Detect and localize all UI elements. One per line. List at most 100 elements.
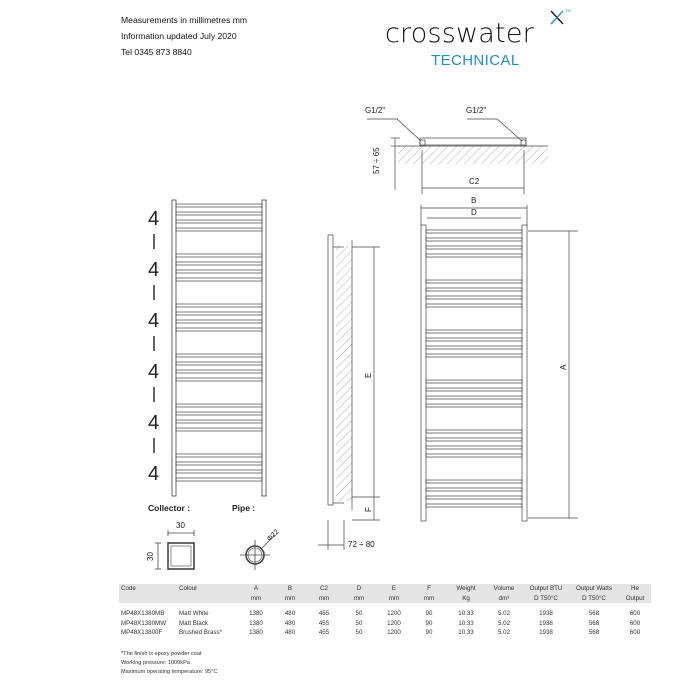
table-cell: mm <box>307 593 341 603</box>
depth-label: 72 ÷ 80 <box>348 540 375 549</box>
table-cell: 90 <box>425 610 433 618</box>
side-view <box>318 234 380 550</box>
rail <box>425 479 523 484</box>
table-cell: He <box>619 584 651 594</box>
rail <box>175 377 263 382</box>
rail <box>425 303 523 308</box>
table-cell: 1380 <box>249 619 263 627</box>
table-cell: 1380 <box>249 610 263 618</box>
trademark: TM <box>565 8 571 13</box>
rail <box>425 287 523 292</box>
pipe-label: Pipe : <box>232 503 256 513</box>
header-measurements: Measurements in millimetres mm <box>121 15 248 25</box>
section-count: 4 <box>148 361 159 383</box>
rail <box>425 403 523 408</box>
section-count: 4 <box>148 259 159 281</box>
table-cell: 1200 <box>387 610 401 618</box>
table-cell: 600 <box>629 629 641 637</box>
table-cell: B <box>273 584 307 594</box>
table-cell: Output Watts <box>569 584 619 594</box>
rail <box>175 219 263 224</box>
a-label: A <box>559 364 568 370</box>
rail <box>425 237 523 242</box>
rail <box>175 369 263 374</box>
collector-width: 30 <box>176 521 185 530</box>
top-view <box>367 118 548 194</box>
collector-section <box>155 530 195 570</box>
rail <box>175 327 263 332</box>
rail <box>425 495 523 500</box>
rail <box>425 445 523 450</box>
rail <box>425 353 523 358</box>
table-cell: D T50°C <box>569 593 619 603</box>
wall-gap-label: 57 ÷ 65 <box>372 147 381 174</box>
table-cell: 50 <box>355 610 363 618</box>
rail <box>175 419 263 424</box>
rail <box>425 279 523 284</box>
table-cell: Matt White <box>179 610 209 618</box>
table-cell: D T50°C <box>523 593 569 603</box>
table-cell: 455 <box>318 629 330 637</box>
rail <box>175 311 263 316</box>
table-cell: Weight <box>447 584 485 594</box>
section-count: 4 <box>148 208 159 230</box>
table-cell: 1380 <box>249 629 263 637</box>
table-cell: 1200 <box>387 619 401 627</box>
d-label: D <box>471 208 477 217</box>
table-cell: D <box>341 584 377 594</box>
rail <box>425 387 523 392</box>
table-spacer <box>119 603 651 609</box>
table-cell: 568 <box>588 619 600 627</box>
collector-label: Collector : <box>148 503 191 513</box>
rail <box>425 337 523 342</box>
section-count: 4 <box>148 310 159 332</box>
note-finish: *The finish is epoxy powder coat <box>121 651 202 657</box>
front-view-rails <box>425 229 523 508</box>
rail <box>175 461 263 466</box>
table-cell <box>119 593 177 603</box>
table-cell: MP48X1380MW <box>121 619 167 627</box>
table-cell: 1938 <box>539 610 553 618</box>
table-cell: 480 <box>284 629 296 637</box>
rail <box>425 429 523 434</box>
rail <box>425 329 523 334</box>
table-cell: 50 <box>355 619 363 627</box>
rail <box>425 453 523 458</box>
table-cell: MP48X13800F <box>121 629 163 637</box>
table-cell: 5.02 <box>497 610 511 618</box>
table-cell: mm <box>411 593 447 603</box>
b-label: B <box>471 196 477 205</box>
table-cell: Brushed Brass* <box>179 629 222 637</box>
table-cell: C2 <box>307 584 341 594</box>
rail <box>175 253 263 258</box>
collector-height: 30 <box>146 552 155 561</box>
table-cell: mm <box>341 593 377 603</box>
table-cell: Kg <box>447 593 485 603</box>
rail <box>425 395 523 400</box>
e-label: E <box>364 372 373 378</box>
note-pressure: Working pressure: 1000kPa <box>121 660 190 666</box>
table-cell: Output <box>619 593 651 603</box>
connection-left-label: G1/2" <box>365 106 386 115</box>
rail <box>175 319 263 324</box>
section-count: 4 <box>148 463 159 485</box>
section-count: 4 <box>148 412 159 434</box>
brand-wordmark: crosswater <box>385 18 534 49</box>
table-cell: mm <box>273 593 307 603</box>
brand-x-icon <box>550 10 564 25</box>
front-view <box>420 205 578 522</box>
table-cell: 1938 <box>539 629 553 637</box>
table-cell: Output BTU <box>523 584 569 594</box>
table-cell: E <box>377 584 411 594</box>
rail <box>425 295 523 300</box>
rail <box>175 269 263 274</box>
rail <box>425 253 523 258</box>
table-cell: 600 <box>629 619 641 627</box>
rail <box>425 345 523 350</box>
rail <box>175 361 263 366</box>
rail <box>175 227 263 232</box>
